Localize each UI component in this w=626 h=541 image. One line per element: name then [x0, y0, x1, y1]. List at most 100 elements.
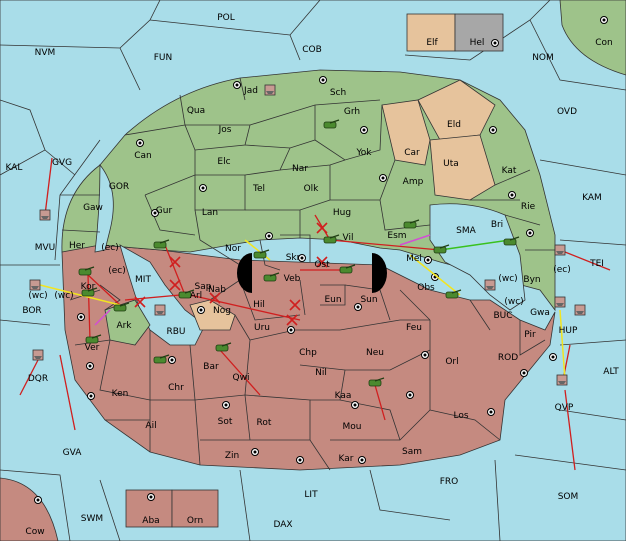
province-label: Olk	[304, 184, 320, 194]
army-unit-icon[interactable]	[113, 302, 130, 312]
province-label: (ec)	[108, 266, 126, 276]
province-label: Uta	[443, 159, 459, 169]
supply-center-dot	[489, 410, 493, 414]
army-unit-icon[interactable]	[403, 219, 420, 229]
sea-label: ALT	[603, 367, 619, 377]
units[interactable]	[29, 84, 586, 387]
fleet-unit-icon[interactable]	[264, 84, 276, 96]
sea-label: DQR	[28, 374, 48, 384]
army-unit-icon[interactable]	[178, 289, 195, 299]
army-unit-icon[interactable]	[323, 119, 340, 129]
province-label: QVP	[555, 403, 574, 413]
failed-order-icon	[316, 256, 328, 268]
province-label: Nor	[225, 244, 241, 254]
supply-center-dot	[267, 234, 271, 238]
province-label: Rot	[257, 418, 272, 428]
province-label: Yok	[355, 148, 372, 158]
province-label: Eun	[324, 295, 341, 305]
fleet-unit-icon[interactable]	[484, 279, 496, 291]
sea-label: COB	[302, 45, 322, 55]
fleet-unit-icon[interactable]	[29, 279, 41, 291]
sea-label: GVG	[52, 158, 72, 168]
region-car[interactable]	[381, 99, 431, 166]
province-label: Gaw	[83, 203, 103, 213]
army-unit-icon[interactable]	[263, 272, 280, 282]
supply-center-dot	[224, 403, 228, 407]
army-unit-icon[interactable]	[78, 266, 95, 276]
province-label: Veb	[284, 274, 301, 284]
fleet-unit-icon[interactable]	[556, 374, 568, 386]
fleet-unit-icon[interactable]	[154, 304, 166, 316]
province-label: Sch	[330, 88, 346, 98]
province-label: Lan	[202, 208, 218, 218]
army-unit-icon[interactable]	[445, 289, 462, 299]
province-label: Hil	[253, 300, 265, 310]
sea-gor	[94, 163, 114, 253]
province-label: (ec)	[101, 243, 119, 253]
army-unit-icon[interactable]	[153, 239, 170, 249]
province-label: (wc)	[54, 291, 73, 301]
province-label: Elf	[426, 38, 438, 48]
fleet-unit-icon[interactable]	[574, 304, 586, 316]
supply-center-dot	[602, 18, 606, 22]
province-label: Hel	[470, 38, 485, 48]
fleet-unit-icon[interactable]	[39, 209, 51, 221]
province-borders	[60, 77, 555, 271]
province-label: Sun	[360, 295, 377, 305]
sea-label: KAL	[6, 163, 23, 173]
sea-label: Cow	[25, 527, 44, 537]
army-unit-icon[interactable]	[339, 264, 356, 274]
province-label: Uru	[254, 323, 270, 333]
sea-label: GVA	[63, 448, 83, 458]
province-label: Tel	[252, 184, 265, 194]
province-label: Skr	[286, 253, 301, 263]
supply-center-dot	[408, 393, 412, 397]
sea-label: MVU	[35, 243, 56, 253]
region-elf[interactable]	[406, 13, 456, 52]
army-unit-icon[interactable]	[153, 354, 170, 364]
sea-label: BUC	[493, 311, 512, 321]
army-unit-icon[interactable]	[368, 377, 385, 387]
province-label: Los	[453, 411, 468, 421]
supply-center-dot	[36, 498, 40, 502]
sea-label: POL	[217, 13, 235, 23]
province-label: Bri	[491, 220, 503, 230]
province-label: Nil	[315, 368, 327, 378]
supply-center-dot	[522, 371, 526, 375]
province-label: HUP	[559, 326, 578, 336]
supply-center-dot	[149, 495, 153, 499]
province-label: Qwi	[233, 373, 250, 383]
province-label: Sot	[218, 417, 233, 427]
region-uta[interactable]	[429, 134, 496, 201]
army-unit-icon[interactable]	[323, 234, 340, 244]
province-label: Mou	[343, 422, 362, 432]
army-unit-icon[interactable]	[433, 244, 450, 254]
supply-center-dot	[170, 358, 174, 362]
army-unit-icon[interactable]	[215, 342, 232, 352]
fleet-unit-icon[interactable]	[554, 244, 566, 256]
fleet-unit-icon[interactable]	[32, 349, 44, 361]
region-orn[interactable]	[171, 489, 219, 528]
province-label: Byn	[523, 275, 540, 285]
province-label: Her	[69, 241, 85, 251]
province-label: Bar	[203, 362, 219, 372]
province-label: Ost	[314, 260, 330, 270]
supply-center-dot	[199, 308, 203, 312]
army-unit-icon[interactable]	[81, 287, 98, 297]
province-label: Ver	[85, 343, 100, 353]
province-label: Feu	[406, 323, 422, 333]
army-unit-icon[interactable]	[253, 249, 270, 259]
province-label: Vil	[343, 233, 354, 243]
supply-centers	[34, 16, 608, 504]
army-unit-icon[interactable]	[85, 334, 102, 344]
province-label: Aba	[142, 516, 159, 526]
sea-label: FRO	[440, 477, 459, 487]
fleet-unit-icon[interactable]	[554, 296, 566, 308]
army-unit-icon[interactable]	[503, 236, 520, 246]
supply-center-dot	[360, 458, 364, 462]
supply-center-dot	[79, 315, 83, 319]
region-eld[interactable]	[417, 79, 496, 141]
supply-center-dot	[201, 186, 205, 190]
